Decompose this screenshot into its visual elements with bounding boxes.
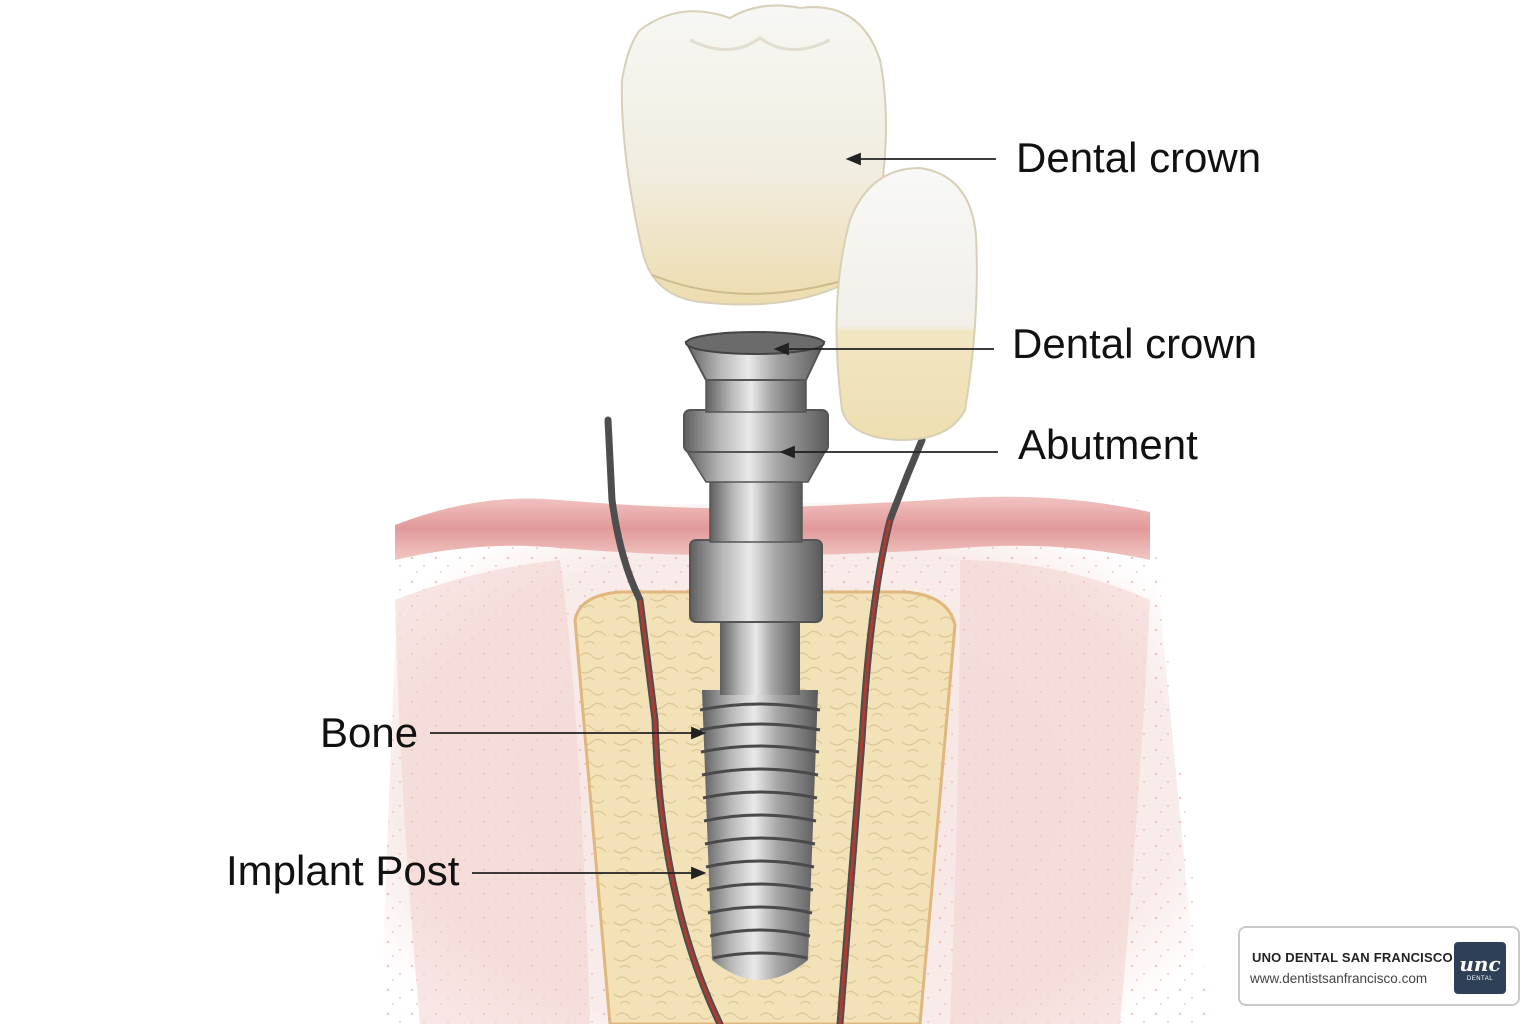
gum-tissue-left bbox=[395, 560, 590, 1024]
gum-tissue-right bbox=[950, 560, 1150, 1024]
logo-subtext: DENTAL bbox=[1466, 976, 1494, 982]
abutment-neck bbox=[705, 377, 807, 413]
abutment-taper bbox=[684, 449, 828, 483]
abutment-top-opening bbox=[685, 331, 825, 355]
label-dental-crown-molar: Dental crown bbox=[1016, 134, 1262, 181]
front-crown bbox=[835, 166, 978, 442]
brand-logo-icon: unc DENTAL bbox=[1454, 942, 1506, 994]
brand-name: UNO DENTAL SAN FRANCISCO bbox=[1252, 950, 1453, 965]
brand-badge: UNO DENTAL SAN FRANCISCO www.dentistsanf… bbox=[1238, 926, 1520, 1006]
label-dental-crown-front: Dental crown bbox=[1012, 320, 1258, 367]
post-collar bbox=[689, 539, 823, 623]
brand-url: www.dentistsanfrancisco.com bbox=[1250, 971, 1428, 986]
leader-lines bbox=[430, 152, 998, 880]
label-abutment: Abutment bbox=[1018, 421, 1198, 468]
post-neck bbox=[720, 620, 800, 695]
label-implant-post: Implant Post bbox=[226, 847, 460, 894]
label-bone: Bone bbox=[320, 709, 419, 756]
logo-script: unc bbox=[1459, 952, 1501, 976]
abutment-ring bbox=[683, 409, 829, 453]
abutment-stem bbox=[709, 477, 803, 543]
implant-post bbox=[699, 690, 821, 980]
